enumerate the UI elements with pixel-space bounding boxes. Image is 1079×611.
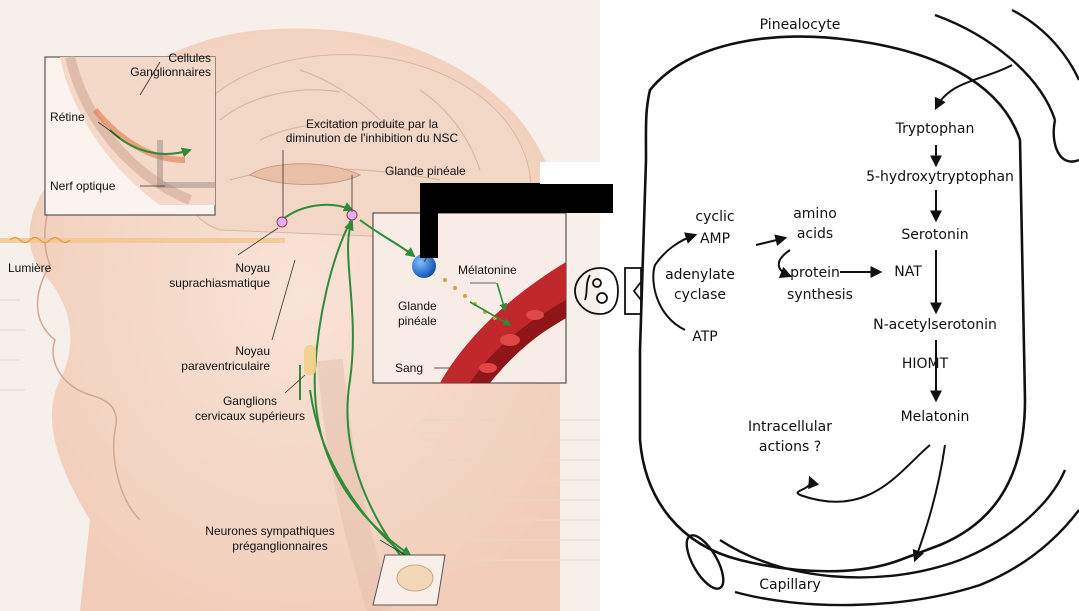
ganglion-icon: [304, 345, 316, 375]
metabolic-arrows: [653, 65, 1012, 560]
label-atp: ATP: [670, 330, 740, 345]
label-suprachiasmatique: suprachiasmatique: [130, 277, 270, 290]
label-n-acetylserotonin: N-acetylserotonin: [840, 318, 1030, 333]
label-glande-pineale-top: Glande pinéale: [385, 165, 466, 178]
label-retine: Rétine: [50, 111, 85, 124]
capillary-top: [935, 10, 1079, 162]
label-excitation-1: Excitation produite par la: [232, 118, 512, 131]
label-actions: actions ?: [725, 440, 855, 455]
light-ray: [0, 238, 285, 244]
label-neurones: Neurones sympathiques: [170, 525, 370, 538]
label-nerf-optique: Nerf optique: [50, 180, 115, 193]
label-paraventriculaire: paraventriculaire: [130, 360, 270, 373]
label-ganglions: Ganglions: [185, 395, 315, 408]
label-synthesis: synthesis: [775, 288, 865, 303]
label-melatonine: Mélatonine: [458, 264, 517, 277]
label-noyau-1: Noyau: [150, 262, 270, 275]
label-nat: NAT: [878, 265, 938, 280]
label-tryptophan: Tryptophan: [870, 122, 1000, 137]
label-amino: amino: [775, 207, 855, 222]
label-adenylate: adenylate: [650, 268, 750, 283]
label-sang: Sang: [395, 362, 423, 375]
label-capillary: Capillary: [730, 578, 850, 593]
label-cyclic: cyclic: [680, 210, 750, 225]
label-melatonin: Melatonin: [870, 410, 1000, 425]
label-glande: Glande: [398, 300, 437, 313]
label-serotonin: Serotonin: [870, 228, 1000, 243]
label-pinealocyte: Pinealocyte: [735, 18, 865, 33]
label-ganglionnaires: Ganglionnaires: [85, 66, 211, 79]
label-hiomt: HIOMT: [870, 357, 980, 372]
blood-vessel-inset: [373, 213, 566, 383]
label-excitation-2: diminution de l'inhibition du NSC: [232, 132, 512, 145]
label-preganglionnaires: préganglionnaires: [190, 540, 370, 553]
pinealocyte-cell: [640, 37, 1025, 572]
label-5-hydroxytryptophan: 5-hydroxytryptophan: [845, 170, 1035, 185]
label-acids: acids: [775, 227, 855, 242]
label-cellules: Cellules: [115, 52, 211, 65]
label-pineale: pinéale: [398, 315, 437, 328]
label-amp: AMP: [680, 232, 750, 247]
spinal-section: [373, 555, 445, 605]
label-protein: protein: [775, 266, 855, 281]
label-lumiere: Lumière: [8, 262, 51, 275]
label-noyau-2: Noyau: [150, 345, 270, 358]
label-cervicaux: cervicaux supérieurs: [170, 410, 330, 423]
label-intracellular: Intracellular: [725, 420, 855, 435]
label-cyclase: cyclase: [650, 288, 750, 303]
